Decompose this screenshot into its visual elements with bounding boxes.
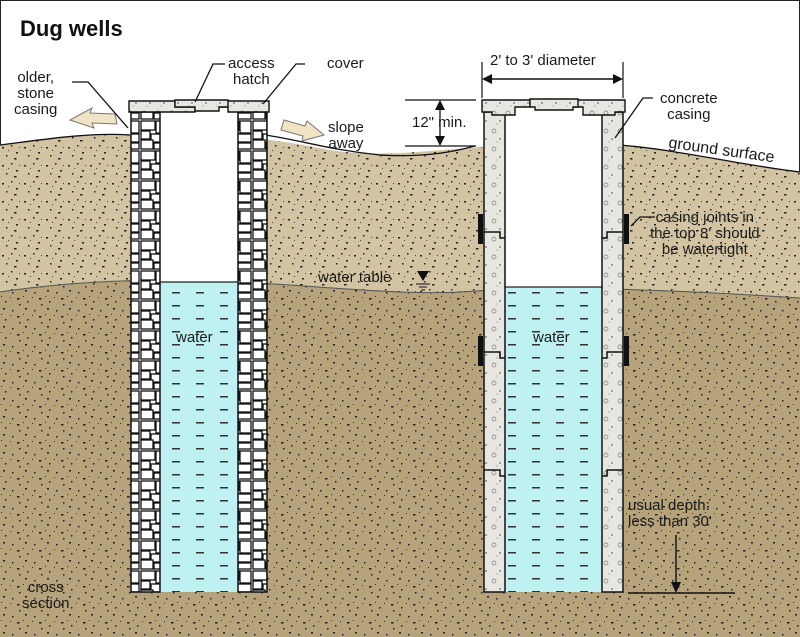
label-line: stone xyxy=(17,85,55,102)
label-line: concrete xyxy=(660,90,718,107)
left-stone-wall-left xyxy=(130,111,161,593)
label-line: cross xyxy=(27,579,64,596)
diagram-title: Dug wells xyxy=(20,16,123,41)
label-water-table: water table xyxy=(318,269,392,286)
left-well-water xyxy=(160,282,238,592)
label-access-hatch: access hatch xyxy=(228,56,275,88)
label-line: casing joints in xyxy=(655,209,754,226)
label-line: casing xyxy=(667,106,711,123)
label-diameter: 2' to 3' diameter xyxy=(490,52,596,69)
label-line: less than 30' xyxy=(628,513,712,530)
label-line: hatch xyxy=(232,71,270,88)
label-water-left: water xyxy=(176,329,213,346)
water-table-symbol xyxy=(417,271,429,281)
label-cross-section: cross section xyxy=(22,580,70,612)
label-min-height: 12" min. xyxy=(412,114,467,131)
right-access-hatch xyxy=(529,98,579,111)
label-line: older, xyxy=(17,69,55,86)
label-line: usual depth: xyxy=(628,497,710,514)
label-line: be watertight xyxy=(661,241,748,258)
label-line: access xyxy=(228,55,275,72)
label-cover: cover xyxy=(327,55,364,72)
label-line: casing xyxy=(14,101,58,118)
label-line: slope xyxy=(328,119,364,136)
label-concrete-casing: concrete casing xyxy=(660,91,718,123)
label-line: the top 8' should xyxy=(650,225,760,242)
label-line: section xyxy=(22,595,70,612)
label-water-right: water xyxy=(533,329,570,346)
right-well-water xyxy=(505,287,602,592)
label-casing-joints: casing joints in the top 8' should be wa… xyxy=(650,210,760,258)
slope-arrow-left xyxy=(68,106,118,129)
left-stone-wall-right xyxy=(237,111,268,593)
label-usual-depth: usual depth: less than 30' xyxy=(628,498,712,530)
label-line: away xyxy=(328,135,364,152)
label-older-stone-casing: older, stone casing xyxy=(14,70,57,118)
slope-arrow-right xyxy=(280,119,326,142)
left-access-hatch xyxy=(174,99,229,112)
label-slope-away: slope away xyxy=(328,120,364,152)
